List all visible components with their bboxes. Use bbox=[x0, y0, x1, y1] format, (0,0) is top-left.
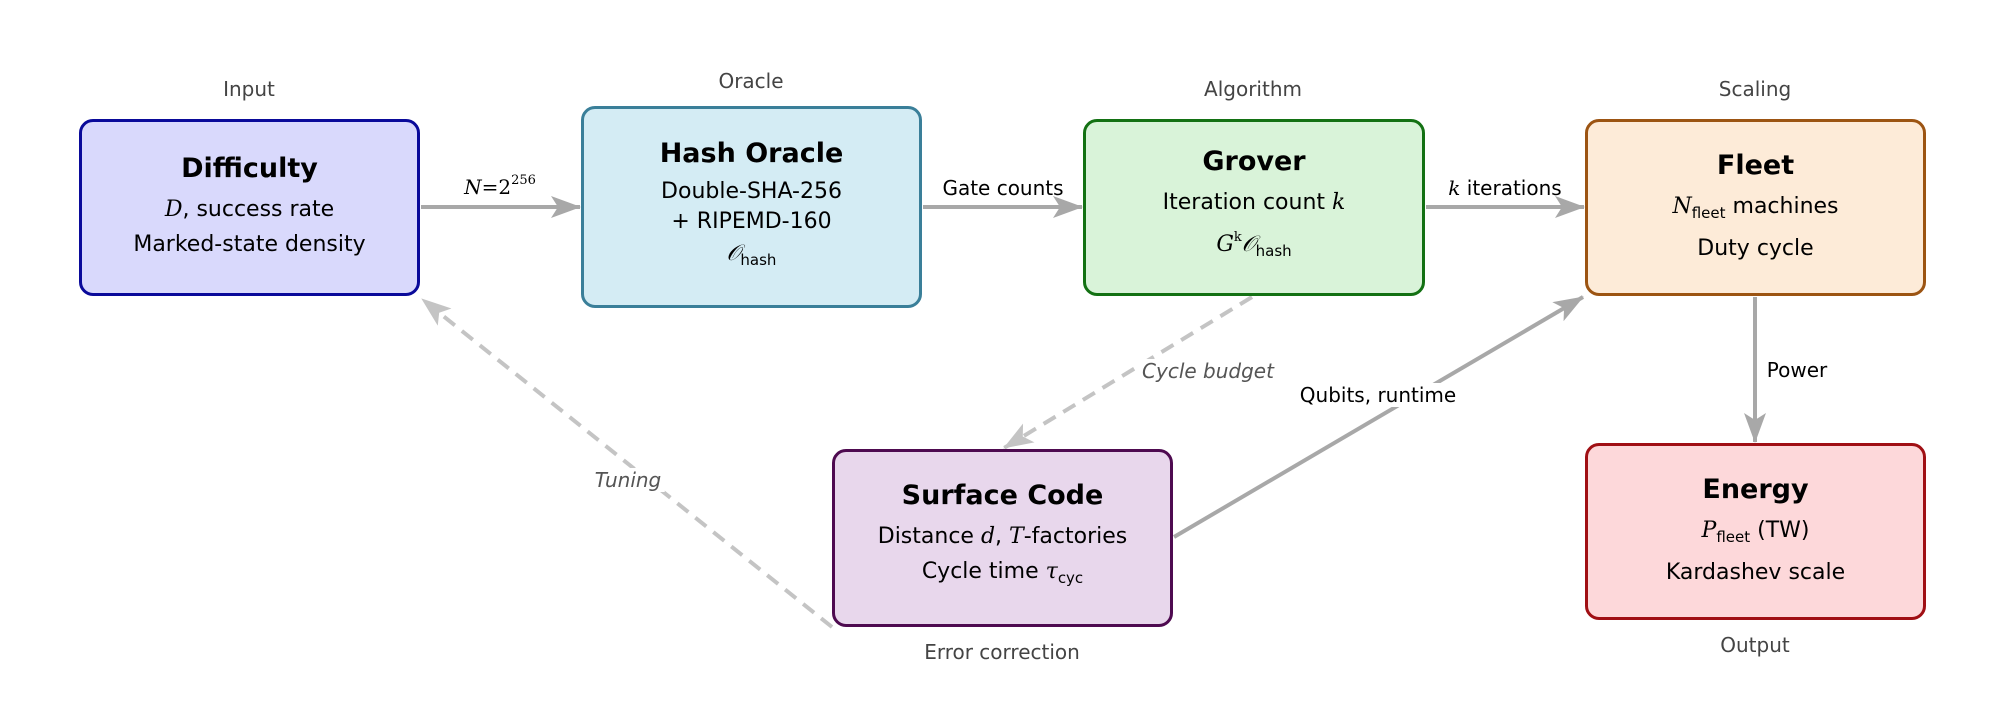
edge-surface-to-fleet bbox=[1172, 295, 1585, 539]
subscript: hash bbox=[1255, 242, 1292, 260]
label-text: iterations bbox=[1460, 176, 1562, 200]
math-var: T bbox=[1009, 524, 1024, 549]
node-title: Difficulty bbox=[181, 153, 318, 184]
edge-grover-to-surface bbox=[1002, 295, 1254, 450]
caption-oracle: Oracle bbox=[718, 69, 784, 93]
node-title: Energy bbox=[1702, 473, 1809, 505]
node-line: Gk𝒪hash bbox=[1216, 220, 1291, 269]
superscript: k bbox=[1233, 230, 1242, 245]
label-text: =2 bbox=[481, 175, 512, 199]
subscript: cyc bbox=[1057, 569, 1084, 587]
node-surface-code[interactable]: Surface Code Distance d, T-factories Cyc… bbox=[832, 449, 1173, 627]
subscript: fleet bbox=[1691, 203, 1726, 222]
math-var: d bbox=[980, 524, 996, 549]
node-line: Pfleet (TW) bbox=[1702, 513, 1810, 555]
math-var: N bbox=[1672, 193, 1692, 219]
line-text: , success rate bbox=[182, 197, 335, 222]
node-line: D, success rate bbox=[165, 192, 334, 227]
node-energy[interactable]: Energy Pfleet (TW) Kardashev scale bbox=[1585, 443, 1926, 620]
node-line: Duty cycle bbox=[1697, 235, 1814, 261]
node-hash-oracle[interactable]: Hash Oracle Double-SHA-256 + RIPEMD-160 … bbox=[581, 106, 922, 308]
edge-label-fleet-to-energy: Power bbox=[1766, 358, 1828, 382]
line-text: Cycle time bbox=[921, 559, 1046, 584]
math-var: 𝒪 bbox=[726, 240, 741, 266]
node-title: Fleet bbox=[1716, 149, 1795, 181]
node-grover[interactable]: Grover Iteration count k Gk𝒪hash bbox=[1083, 119, 1425, 296]
edge-label-grover-to-fleet: k iterations bbox=[1448, 176, 1561, 200]
node-fleet[interactable]: Fleet Nfleet machines Duty cycle bbox=[1585, 119, 1926, 296]
line-text: machines bbox=[1725, 193, 1839, 219]
node-line: Kardashev scale bbox=[1665, 559, 1846, 585]
line-text: Iteration count bbox=[1162, 190, 1333, 215]
edge-label-surface-to-difficulty: Tuning bbox=[590, 468, 666, 492]
node-line: Nfleet machines bbox=[1672, 189, 1838, 231]
edge-label-difficulty-to-oracle: N=2256 bbox=[464, 173, 536, 199]
caption-input: Input bbox=[223, 77, 275, 101]
math-var: τ bbox=[1045, 559, 1058, 584]
caption-scaling: Scaling bbox=[1718, 77, 1792, 101]
edge-label-oracle-to-grover: Gate counts bbox=[942, 176, 1064, 200]
caption-error-correction: Error correction bbox=[924, 640, 1080, 664]
node-title: Surface Code bbox=[901, 480, 1104, 511]
node-line: + RIPEMD-160 bbox=[671, 208, 832, 234]
subscript: fleet bbox=[1716, 527, 1751, 546]
node-title: Hash Oracle bbox=[659, 137, 844, 169]
node-difficulty[interactable]: Difficulty D, success rate Marked-state … bbox=[79, 119, 420, 296]
math-var: G bbox=[1216, 232, 1234, 257]
line-text: , bbox=[995, 524, 1010, 549]
superscript: 256 bbox=[511, 173, 536, 188]
node-line: Iteration count k bbox=[1163, 185, 1346, 220]
math-var: 𝒪 bbox=[1241, 232, 1256, 257]
math-var: k bbox=[1448, 176, 1461, 200]
line-text: Distance bbox=[877, 524, 981, 549]
node-line: Double-SHA-256 bbox=[661, 178, 842, 204]
line-text: -factories bbox=[1023, 524, 1128, 549]
node-line: 𝒪hash bbox=[727, 237, 777, 277]
edge-label-surface-to-fleet: Qubits, runtime bbox=[1295, 383, 1461, 407]
node-line: Distance d, T-factories bbox=[878, 519, 1128, 554]
math-var: D bbox=[164, 197, 183, 222]
node-title: Grover bbox=[1202, 146, 1306, 177]
subscript: hash bbox=[740, 250, 777, 269]
math-var: N bbox=[464, 175, 482, 199]
edge-surface-to-difficulty bbox=[420, 297, 834, 629]
node-line: Cycle time τcyc bbox=[922, 554, 1083, 596]
math-var: P bbox=[1701, 517, 1717, 543]
edge-label-grover-to-surface: Cycle budget bbox=[1138, 359, 1278, 383]
line-text: (TW) bbox=[1750, 517, 1810, 543]
node-line: Marked-state density bbox=[133, 232, 366, 257]
math-var: k bbox=[1332, 190, 1346, 215]
caption-algorithm: Algorithm bbox=[1204, 77, 1302, 101]
caption-output: Output bbox=[1720, 633, 1790, 657]
